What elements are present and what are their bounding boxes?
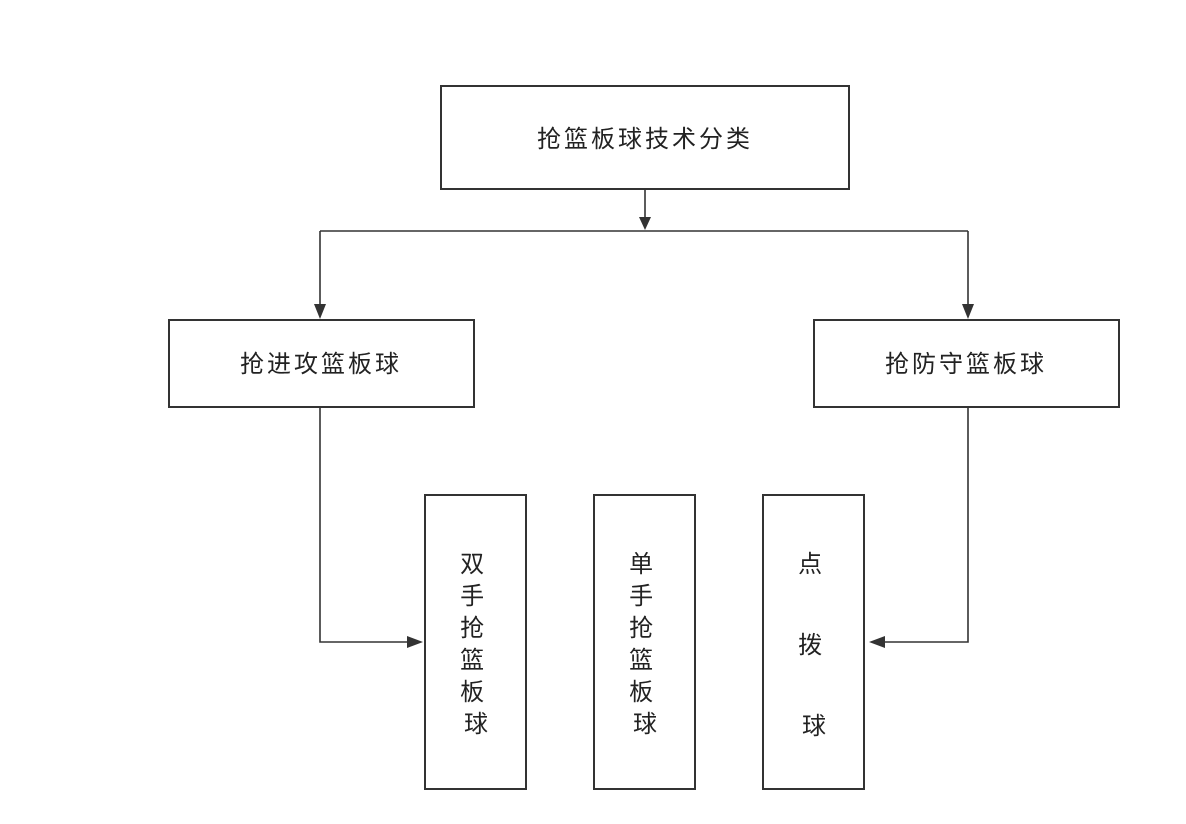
root-node: 抢篮板球技术分类 (440, 85, 850, 190)
technique-node-tip: 点 拨 球 (762, 494, 865, 790)
technique-label-tip: 点 拨 球 (798, 550, 830, 740)
defense-label: 抢防守篮板球 (885, 350, 1047, 378)
offense-label: 抢进攻篮板球 (240, 350, 402, 378)
technique-node-single-hand: 单 手 抢 篮 板 球 (593, 494, 696, 790)
technique-label-double-hand: 双 手 抢 篮 板 球 (460, 550, 492, 738)
root-label: 抢篮板球技术分类 (537, 125, 753, 153)
defense-node: 抢防守篮板球 (813, 319, 1120, 408)
connectors (314, 189, 974, 648)
technique-node-double-hand: 双 手 抢 篮 板 球 (424, 494, 527, 790)
offense-node: 抢进攻篮板球 (168, 319, 475, 408)
technique-label-single-hand: 单 手 抢 篮 板 球 (629, 550, 661, 738)
